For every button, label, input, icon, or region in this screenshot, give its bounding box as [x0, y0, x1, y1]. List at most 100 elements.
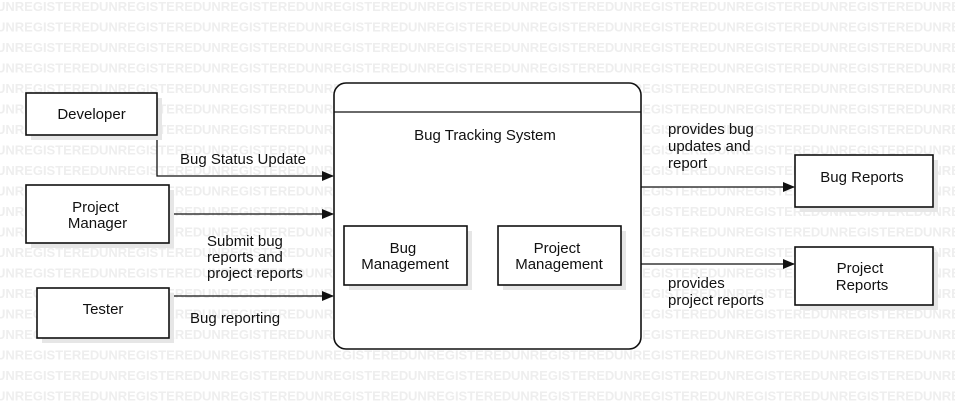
- watermark-text: UNREGISTERED: [820, 307, 923, 322]
- edge-label-provides-project-reports: provides project reports: [668, 275, 764, 309]
- process-project-management: Project Management: [497, 225, 626, 290]
- output-project-reports-line-1: Project: [837, 260, 885, 277]
- watermark-text: UNREGISTERED: [820, 143, 923, 158]
- edge-label-provides-project-reports-line-2: project reports: [668, 292, 764, 309]
- watermark-text: UNREGISTERED: [202, 286, 305, 301]
- edge-label-provides-bug-updates-line-2: updates and: [668, 138, 751, 155]
- watermark-text: UNREGISTERED: [202, 204, 305, 219]
- watermark-text: UNREGISTERED: [202, 163, 305, 178]
- watermark-text: UNREGISTERED: [408, 368, 511, 383]
- output-project-reports: Project Reports: [794, 246, 938, 310]
- watermark-text: UNREGISTERED: [0, 368, 99, 383]
- watermark-text: UNREGISTERED: [511, 0, 614, 14]
- watermark-text: UNREGISTERED: [0, 61, 99, 76]
- watermark-text: UNREGISTERED: [202, 20, 305, 35]
- watermark-text: UNREGISTERED: [717, 20, 820, 35]
- watermark-text: UNREGISTERED: [202, 40, 305, 55]
- edge-label-provides-bug-updates-line-3: report: [668, 155, 708, 172]
- watermark-text: UNREGISTERED: [717, 102, 820, 117]
- process-project-management-line-2: Management: [515, 256, 603, 273]
- watermark-text: UNREGISTERED: [202, 368, 305, 383]
- watermark-text: UNREGISTERED: [99, 40, 202, 55]
- process-bug-management-line-1: Bug: [390, 240, 417, 257]
- watermark-text: UNREGISTERED: [202, 81, 305, 96]
- watermark-text: UNREGISTERED: [820, 102, 923, 117]
- watermark-text: UNREGISTERED: [202, 102, 305, 117]
- watermark-text: UNREGISTERED: [202, 307, 305, 322]
- edge-label-provides-project-reports-line-1: provides: [668, 275, 725, 292]
- output-bug-reports: Bug Reports: [794, 154, 938, 212]
- edge-label-bug-status-update: Bug Status Update: [180, 151, 306, 168]
- watermark-text: UNREGISTERED: [923, 0, 955, 14]
- watermark-text: UNREGISTERED: [820, 327, 923, 342]
- process-bug-management-line-2: Management: [361, 256, 449, 273]
- watermark-text: UNREGISTERED: [717, 307, 820, 322]
- actor-tester: Tester: [36, 287, 174, 343]
- watermark-text: UNREGISTERED: [305, 61, 408, 76]
- output-project-reports-label: Project Reports: [836, 260, 889, 294]
- watermark-text: UNREGISTERED: [923, 122, 955, 137]
- system-title: Bug Tracking System: [414, 127, 556, 144]
- watermark-text: UNREGISTERED: [0, 163, 99, 178]
- watermark-text: UNREGISTERED: [923, 102, 955, 117]
- watermark-text: UNREGISTERED: [99, 143, 202, 158]
- process-project-management-line-1: Project: [534, 240, 582, 257]
- watermark-text: UNREGISTERED: [99, 389, 202, 403]
- watermark-text: UNREGISTERED: [923, 20, 955, 35]
- watermark-text: UNREGISTERED: [408, 20, 511, 35]
- watermark-text: UNREGISTERED: [99, 20, 202, 35]
- watermark-text: UNREGISTERED: [0, 389, 99, 403]
- watermark-text: UNREGISTERED: [511, 20, 614, 35]
- watermark-text: UNREGISTERED: [202, 184, 305, 199]
- watermark-text: UNREGISTERED: [614, 61, 717, 76]
- watermark-text: UNREGISTERED: [820, 0, 923, 14]
- process-bug-management-label: Bug Management: [361, 240, 449, 273]
- edge-label-submit-reports: Submit bug reports and project reports: [207, 233, 303, 282]
- watermark-text: UNREGISTERED: [408, 40, 511, 55]
- watermark-text: UNREGISTERED: [923, 81, 955, 96]
- watermark-text: UNREGISTERED: [717, 368, 820, 383]
- watermark-text: UNREGISTERED: [305, 0, 408, 14]
- watermark-text: UNREGISTERED: [614, 389, 717, 403]
- watermark-text: UNREGISTERED: [923, 389, 955, 403]
- watermark-text: UNREGISTERED: [305, 20, 408, 35]
- watermark-text: UNREGISTERED: [820, 122, 923, 137]
- watermark-text: UNREGISTERED: [99, 0, 202, 14]
- watermark-text: UNREGISTERED: [820, 389, 923, 403]
- actor-tester-label: Tester: [83, 301, 124, 318]
- watermark-text: UNREGISTERED: [305, 40, 408, 55]
- watermark-text: UNREGISTERED: [0, 40, 99, 55]
- watermark-text: UNREGISTERED: [99, 368, 202, 383]
- watermark-text: UNREGISTERED: [820, 20, 923, 35]
- watermark-text: UNREGISTERED: [717, 225, 820, 240]
- watermark-text: UNREGISTERED: [614, 368, 717, 383]
- process-bug-management: Bug Management: [343, 225, 472, 290]
- watermark-text: UNREGISTERED: [511, 61, 614, 76]
- watermark-text: UNREGISTERED: [923, 40, 955, 55]
- watermark-text: UNREGISTERED: [408, 348, 511, 363]
- watermark-text: UNREGISTERED: [614, 348, 717, 363]
- watermark-text: UNREGISTERED: [202, 245, 305, 260]
- watermark-text: UNREGISTERED: [305, 389, 408, 403]
- watermark-text: UNREGISTERED: [820, 368, 923, 383]
- watermark-text: UNREGISTERED: [820, 81, 923, 96]
- watermark-text: UNREGISTERED: [923, 327, 955, 342]
- watermark-text: UNREGISTERED: [717, 61, 820, 76]
- watermark-text: UNREGISTERED: [511, 348, 614, 363]
- watermark-text: UNREGISTERED: [408, 389, 511, 403]
- process-project-management-label: Project Management: [515, 240, 603, 273]
- watermark-text: UNREGISTERED: [717, 81, 820, 96]
- watermark-text: UNREGISTERED: [717, 348, 820, 363]
- actor-project-manager: Project Manager: [25, 184, 174, 248]
- watermark-text: UNREGISTERED: [820, 61, 923, 76]
- watermark-text: UNREGISTERED: [923, 143, 955, 158]
- watermark-text: UNREGISTERED: [202, 122, 305, 137]
- watermark-text: UNREGISTERED: [0, 348, 99, 363]
- watermark-text: UNREGISTERED: [820, 348, 923, 363]
- watermark-text: UNREGISTERED: [202, 266, 305, 281]
- edge-label-submit-reports-line-1: Submit bug: [207, 233, 283, 250]
- actor-project-manager-line-1: Project: [72, 199, 120, 216]
- watermark-text: UNREGISTERED: [202, 61, 305, 76]
